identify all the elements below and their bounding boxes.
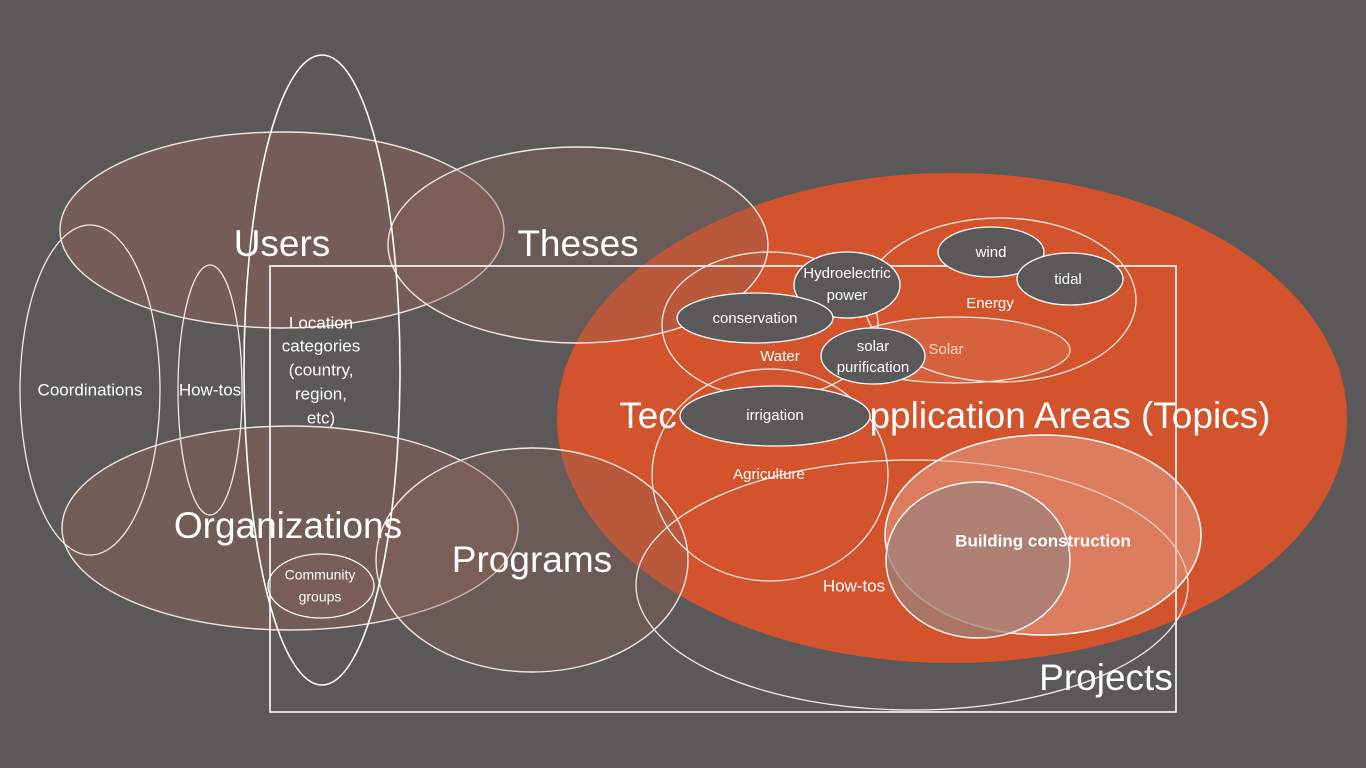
howtos-left-label: How-tos [179, 380, 241, 399]
solar-purification-ellipse [820, 327, 926, 385]
programs-label: Programs [452, 539, 612, 580]
users-label: Users [234, 223, 331, 264]
location-categories-label-3: (country, [289, 360, 354, 379]
projects-label: Projects [1039, 657, 1173, 698]
community-groups-ellipse [267, 553, 375, 619]
location-categories-ellipse [243, 54, 401, 686]
location-categories-label-1: Location [289, 313, 353, 332]
irrigation-ellipse [679, 385, 871, 447]
solar-label: Solar [928, 341, 963, 358]
howtos-right-ellipse [635, 459, 1189, 711]
organizations-label: Organizations [174, 505, 402, 546]
building-construction-inner-ellipse [885, 481, 1071, 639]
conservation-ellipse [676, 292, 834, 344]
community-groups-label-1: Community [285, 567, 356, 583]
community-groups-label-2: groups [299, 589, 342, 605]
wind-ellipse [937, 226, 1045, 278]
tech-areas-label-left: Tec [619, 395, 677, 436]
hydroelectric-ellipse [793, 251, 901, 319]
wind-label: wind [975, 244, 1007, 261]
location-categories-label-5: etc) [307, 408, 335, 427]
energy-label: Energy [966, 295, 1014, 312]
solar-purification-label-1: solar [857, 338, 890, 355]
users-ellipse [59, 131, 505, 329]
theses-label: Theses [517, 223, 638, 264]
agriculture-ellipse [651, 368, 889, 582]
location-categories-label-4: region, [295, 384, 347, 403]
agriculture-label: Agriculture [733, 466, 805, 483]
location-categories-label-2: categories [282, 336, 360, 355]
coordinations-ellipse [19, 224, 161, 556]
irrigation-label: irrigation [746, 407, 804, 424]
tidal-label: tidal [1054, 271, 1082, 288]
tidal-ellipse [1016, 252, 1124, 306]
coordinations-label: Coordinations [38, 380, 143, 399]
organizations-ellipse [61, 425, 519, 631]
programs-ellipse [375, 447, 689, 673]
building-construction-label: Building construction [955, 531, 1131, 550]
tech-areas-label-right: pplication Areas (Topics) [869, 395, 1270, 436]
solar-purification-label-2: purification [837, 359, 910, 376]
hydroelectric-label-1: Hydroelectric [803, 265, 891, 282]
howtos-left-ellipse [177, 264, 243, 516]
water-label: Water [760, 348, 799, 365]
howtos-right-label: How-tos [823, 576, 885, 595]
conservation-label: conservation [712, 310, 797, 327]
hydroelectric-label-2: power [827, 287, 868, 304]
